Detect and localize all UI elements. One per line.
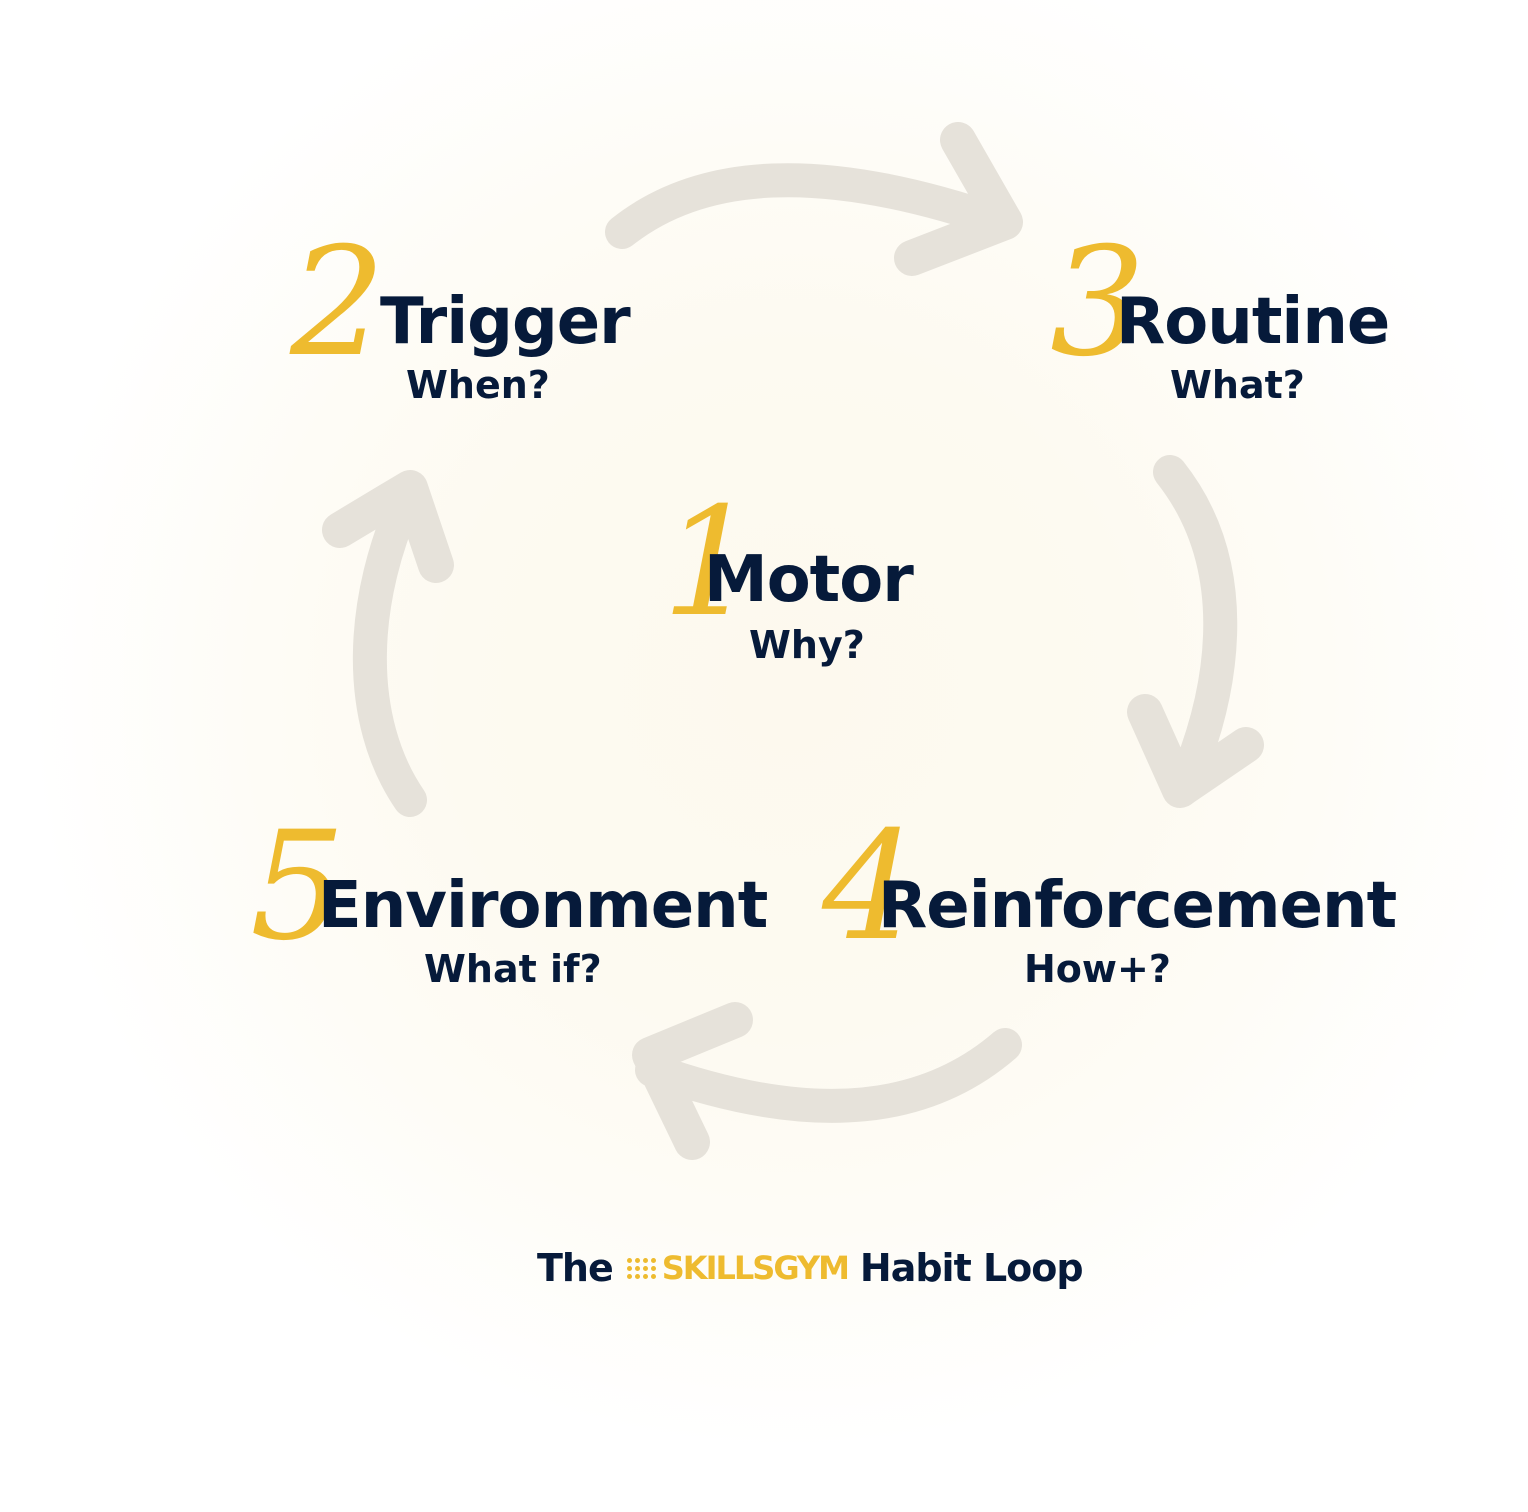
step-number-1: 1 [662, 476, 758, 650]
dot-grid-logo-icon [626, 1257, 656, 1279]
curved-arrow-down-icon [1127, 455, 1264, 808]
center-question: Why? [749, 623, 865, 667]
curved-arrow-left-icon [632, 1002, 1022, 1160]
step-question-reinforcement: How+? [1024, 947, 1171, 991]
step-title-reinforcement: Reinforcement [878, 869, 1397, 943]
step-question-environment: What if? [424, 947, 602, 991]
center-title: Motor [704, 543, 914, 617]
step-title-routine: Routine [1116, 285, 1390, 359]
step-number-2: 2 [290, 216, 386, 390]
step-title-environment: Environment [318, 869, 768, 943]
brand-name: SKILLSGYM [661, 1249, 850, 1287]
step-number-4: 4 [822, 800, 918, 974]
step-number-5: 5 [250, 800, 346, 974]
caption-prefix: The [537, 1246, 614, 1290]
step-question-trigger: When? [406, 363, 550, 407]
curved-arrow-up-icon [322, 470, 454, 817]
step-number-3: 3 [1050, 216, 1146, 390]
diagram-caption: The SKILLSGYM Habit Loop [537, 1246, 1084, 1290]
curved-arrow-right-icon [605, 122, 1023, 276]
step-question-routine: What? [1170, 363, 1305, 407]
caption-suffix: Habit Loop [859, 1246, 1084, 1290]
step-title-trigger: Trigger [380, 285, 631, 359]
